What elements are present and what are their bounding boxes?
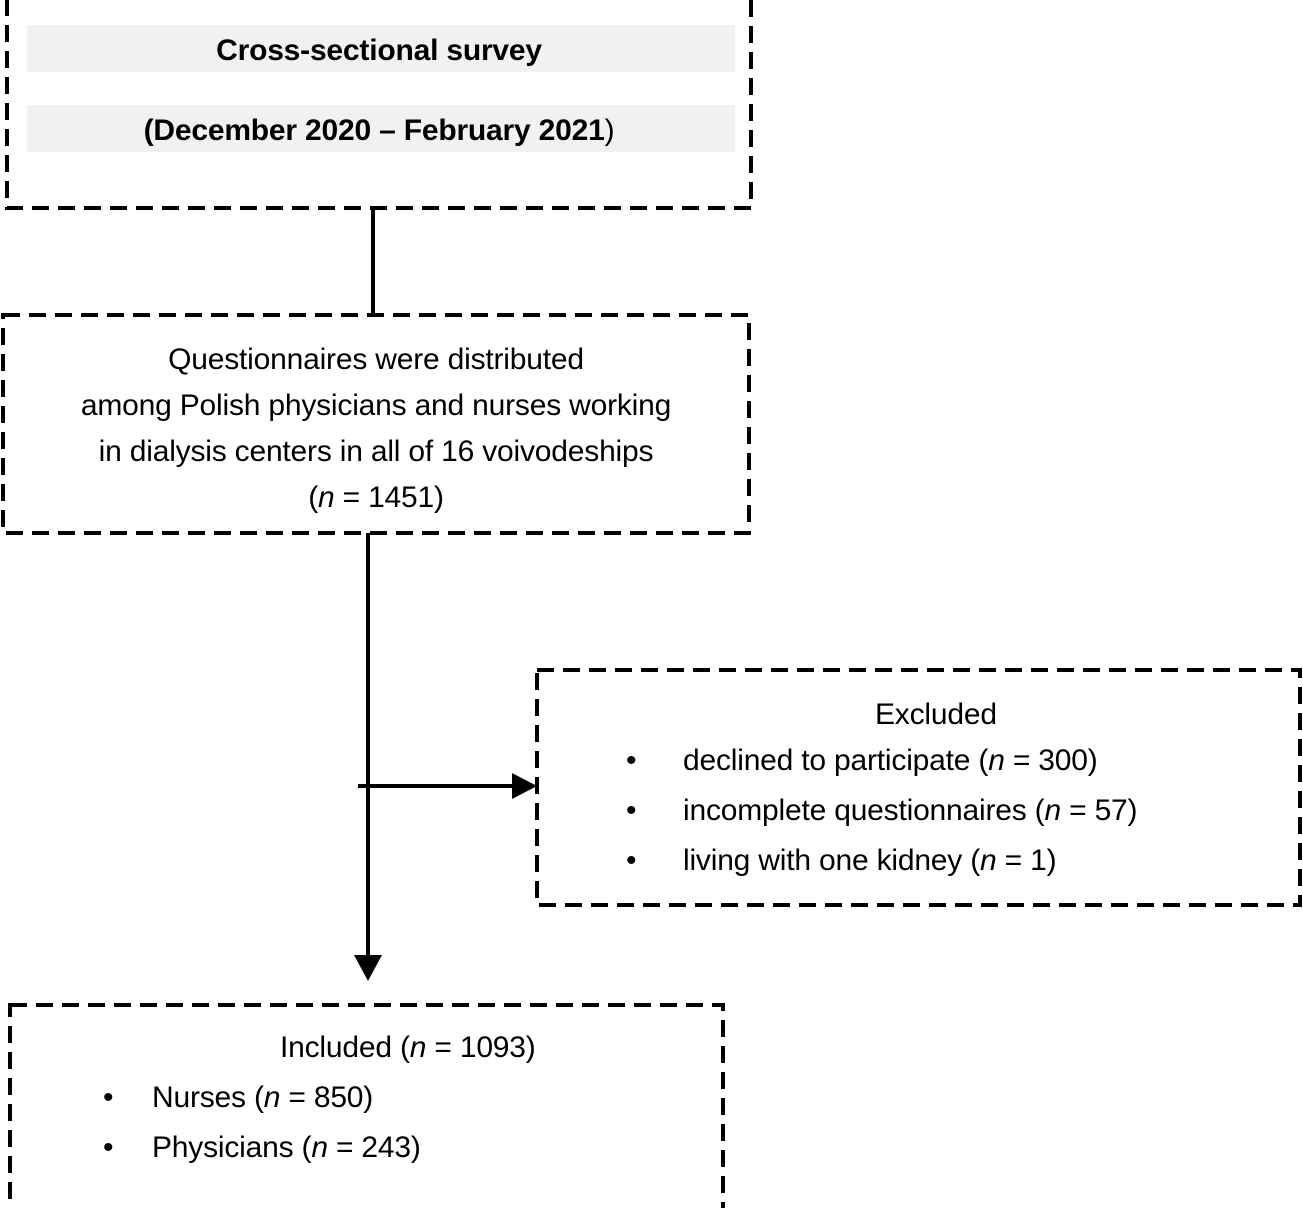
excluded-header: Excluded — [875, 698, 997, 731]
excluded-item-1-value: = 300) — [1004, 744, 1098, 777]
included-item-2: Physicians (n = 243) — [152, 1133, 421, 1163]
excluded-item-3: living with one kidney (n = 1) — [683, 844, 1057, 877]
included-item-1-label: Nurses ( — [152, 1081, 264, 1114]
excluded-bullet-1: • — [626, 744, 637, 777]
excluded-item-2-n: n — [1044, 794, 1061, 827]
distributed-n-symbol: n — [317, 481, 335, 514]
included-item-1-n: n — [263, 1081, 281, 1114]
survey-period-paren: ) — [604, 114, 615, 147]
distributed-line-3: in dialysis centers in all of 16 voivode… — [98, 435, 654, 468]
included-header-n: n — [409, 1031, 427, 1064]
excluded-item-3-n: n — [980, 844, 997, 877]
survey-period-line: (December 2020 – February 2021) — [5, 116, 753, 146]
node-cross-sectional-survey: Cross-sectional survey (December 2020 – … — [5, 0, 753, 210]
distributed-paren-open: ( — [308, 481, 318, 514]
node-questionnaires-distributed: Questionnaires were distributed among Po… — [1, 313, 751, 535]
included-item-1-value: = 850) — [280, 1081, 374, 1114]
node-included: Included (n = 1093) • Nurses (n = 850) •… — [8, 1003, 725, 1208]
distributed-line-1: Questionnaires were distributed — [168, 343, 584, 376]
distributed-n-value: = 1451) — [334, 481, 444, 514]
distributed-line-2: among Polish physicians and nurses worki… — [80, 389, 672, 422]
included-bullet-1: • — [103, 1081, 114, 1114]
included-header: Included (n = 1093) — [280, 1033, 536, 1063]
excluded-bullet-2: • — [626, 794, 637, 827]
highlight-band-line2 — [27, 105, 735, 152]
distributed-line-4: (n = 1451) — [1, 483, 751, 513]
highlight-band-line1 — [27, 25, 735, 72]
excluded-bullet-3: • — [626, 844, 637, 877]
excluded-item-1-label: declined to participate ( — [683, 744, 989, 777]
connector-trunk-vertical — [366, 533, 370, 957]
included-header-label: Included ( — [280, 1031, 410, 1064]
included-bullet-2: • — [103, 1131, 114, 1164]
connector-survey-to-distributed — [371, 208, 375, 316]
included-item-2-n: n — [311, 1131, 328, 1164]
connector-branch-to-excluded — [358, 784, 515, 788]
included-header-value: = 1093) — [426, 1031, 536, 1064]
excluded-item-1-n: n — [988, 744, 1005, 777]
included-item-2-label: Physicians ( — [152, 1131, 312, 1164]
excluded-item-3-label: living with one kidney ( — [683, 844, 981, 877]
included-item-2-value: = 243) — [327, 1131, 421, 1164]
excluded-item-1: declined to participate (n = 300) — [683, 746, 1098, 776]
arrowhead-to-excluded — [512, 773, 537, 799]
excluded-item-2: incomplete questionnaires (n = 57) — [683, 794, 1138, 827]
node-excluded: Excluded • declined to participate (n = … — [535, 668, 1302, 907]
excluded-item-2-value: = 57) — [1060, 794, 1138, 827]
arrowhead-to-included — [354, 955, 382, 981]
included-item-1: Nurses (n = 850) — [152, 1083, 373, 1113]
excluded-item-3-value: = 1) — [996, 844, 1057, 877]
excluded-item-2-label: incomplete questionnaires ( — [683, 794, 1045, 827]
survey-period-text: (December 2020 – February 2021 — [143, 114, 605, 147]
survey-title-line: Cross-sectional survey — [216, 34, 542, 67]
